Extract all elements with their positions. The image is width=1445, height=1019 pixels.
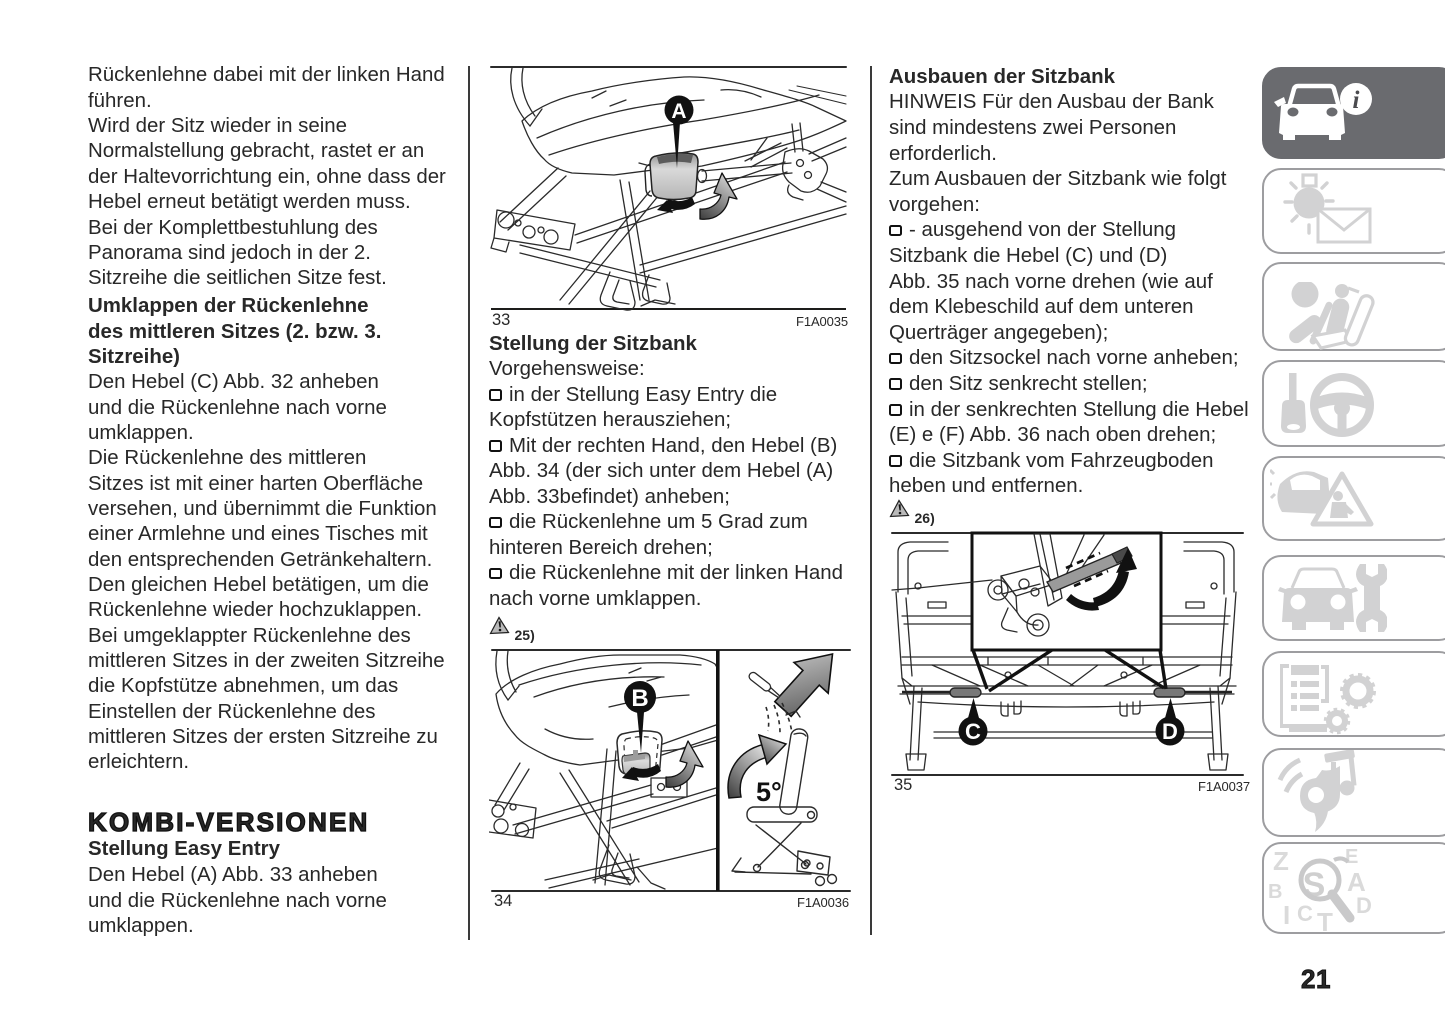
svg-text:D: D [1162, 719, 1178, 744]
svg-text:I: I [1283, 900, 1290, 930]
svg-text:B: B [1268, 881, 1282, 903]
svg-text:C: C [965, 719, 981, 744]
svg-text:B: B [631, 685, 648, 712]
svg-text:A: A [671, 100, 686, 123]
svg-text:A: A [1347, 867, 1366, 897]
svg-text:T: T [1317, 907, 1333, 934]
svg-text:5°: 5° [756, 777, 782, 807]
svg-text:E: E [1345, 846, 1358, 868]
svg-text:D: D [1356, 893, 1372, 918]
svg-text:i: i [1353, 87, 1360, 114]
svg-text:Z: Z [1273, 846, 1289, 876]
svg-text:C: C [1297, 901, 1313, 926]
